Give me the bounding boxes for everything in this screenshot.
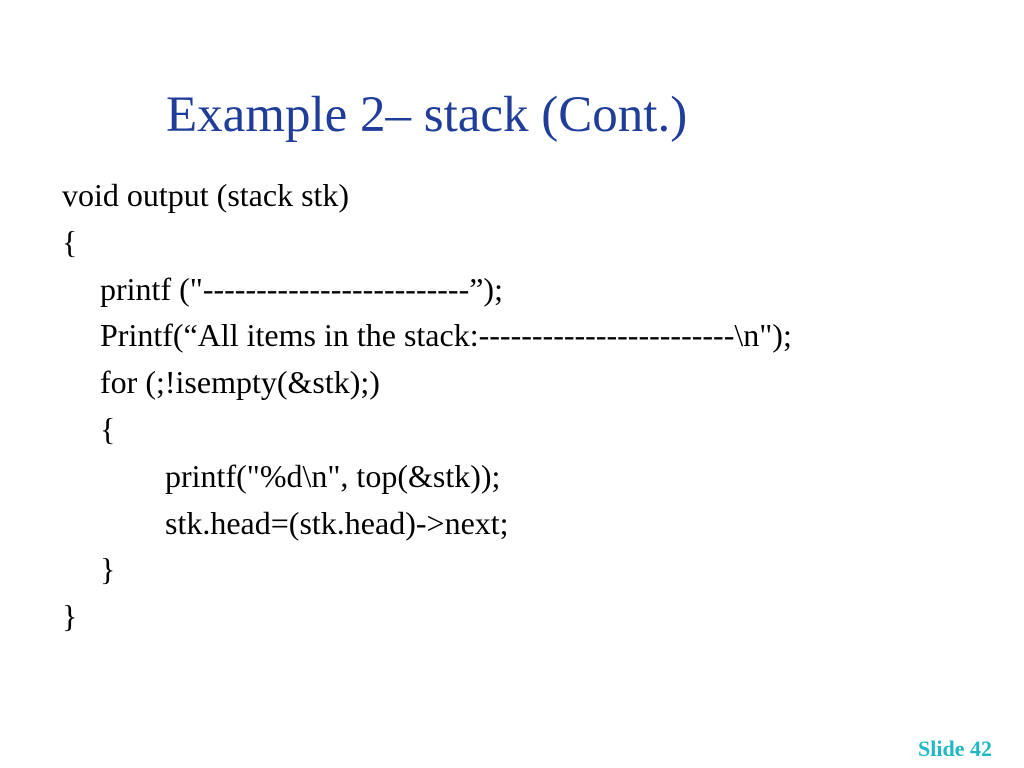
slide-title: Example 2– stack (Cont.) xyxy=(166,87,688,143)
code-line: printf("%d\n", top(&stk)); xyxy=(165,457,501,494)
code-line: { xyxy=(62,223,78,260)
code-line: stk.head=(stk.head)->next; xyxy=(165,504,509,541)
code-line: } xyxy=(100,551,116,588)
code-line: { xyxy=(100,410,116,447)
code-line: for (;!isempty(&stk);) xyxy=(100,364,380,401)
slide-number: Slide 42 xyxy=(918,736,992,761)
code-line: Printf(“All items in the stack:---------… xyxy=(100,317,792,354)
code-block: void output (stack stk) { printf ("-----… xyxy=(62,172,1012,640)
code-line: void output (stack stk) xyxy=(62,177,350,213)
code-line: printf ("-------------------------”); xyxy=(100,270,503,307)
code-line: } xyxy=(62,598,78,635)
